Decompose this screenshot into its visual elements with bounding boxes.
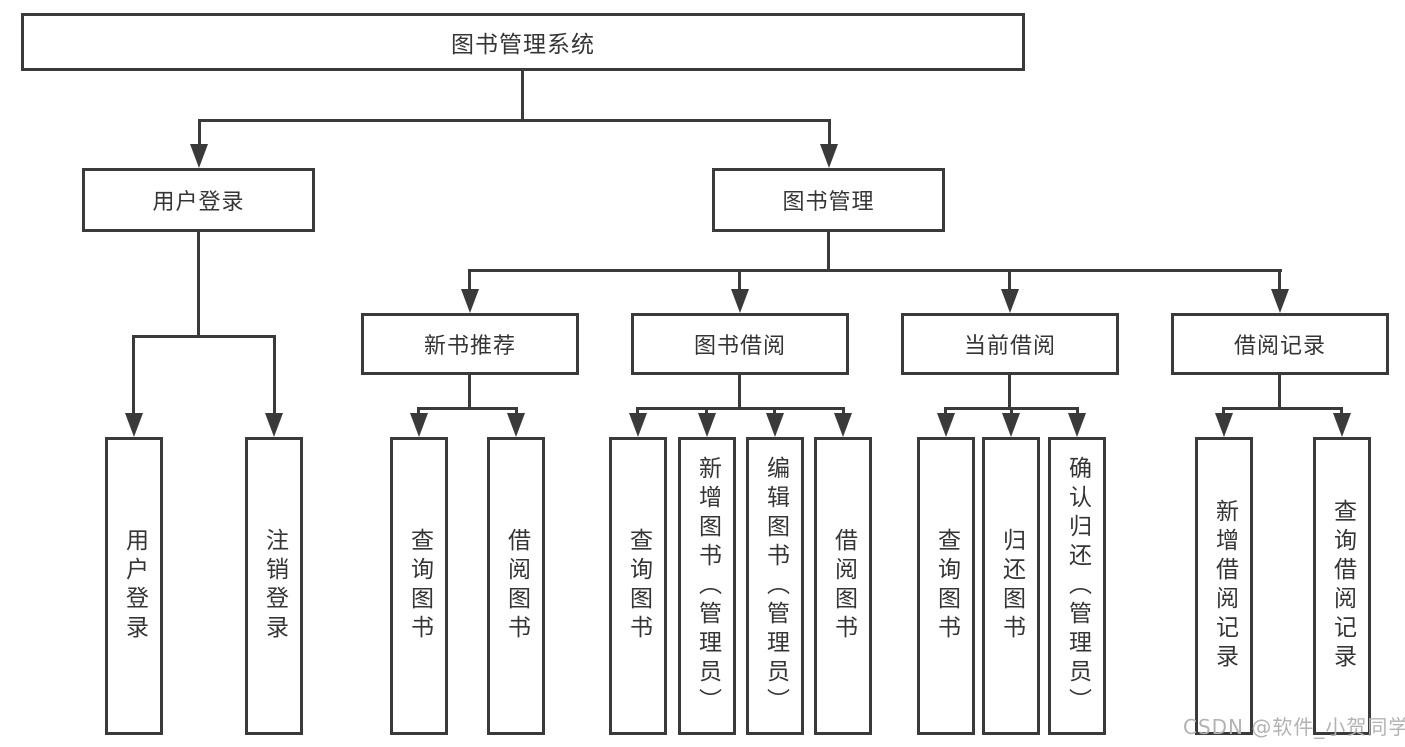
- arrow-down-icon: [834, 413, 852, 437]
- connector-line: [1278, 269, 1281, 291]
- connector-line: [636, 407, 639, 415]
- connector-line: [1008, 375, 1011, 408]
- connector-line: [827, 232, 830, 270]
- node-book-management: 图书管理: [712, 168, 945, 232]
- node-current-borrow: 当前借阅: [901, 313, 1119, 375]
- connector-line: [1222, 407, 1343, 410]
- connector-line: [944, 407, 947, 415]
- leaf-return-book: 归还图书: [982, 437, 1040, 735]
- connector-line: [705, 407, 708, 415]
- connector-line: [273, 335, 276, 415]
- connector-line: [1278, 375, 1281, 408]
- arrow-down-icon: [190, 144, 208, 168]
- connector-line: [132, 335, 135, 415]
- arrow-down-icon: [410, 413, 428, 437]
- arrow-down-icon: [1333, 413, 1351, 437]
- connector-line: [1008, 269, 1011, 291]
- arrow-down-icon: [1215, 413, 1233, 437]
- node-library-management-system: 图书管理系统: [21, 13, 1025, 71]
- arrow-down-icon: [1002, 413, 1020, 437]
- arrow-down-icon: [766, 413, 784, 437]
- connector-line: [198, 119, 201, 146]
- arrow-down-icon: [507, 413, 525, 437]
- arrow-down-icon: [265, 413, 283, 437]
- arrow-down-icon: [461, 289, 479, 313]
- leaf-query-borrow-record: 查询借阅记录: [1313, 437, 1371, 735]
- arrow-down-icon: [1271, 289, 1289, 313]
- arrow-down-icon: [629, 413, 647, 437]
- connector-line: [1076, 407, 1079, 415]
- node-book-borrow: 图书借阅: [631, 313, 849, 375]
- arrow-down-icon: [937, 413, 955, 437]
- connector-line: [738, 269, 741, 291]
- connector-line: [738, 375, 741, 408]
- leaf-user-login: 用户登录: [105, 437, 163, 735]
- arrow-down-icon: [820, 144, 838, 168]
- leaf-borrow-book-1: 借阅图书: [487, 437, 545, 735]
- leaf-query-book-1: 查询图书: [390, 437, 448, 735]
- connector-line: [1340, 407, 1343, 415]
- arrow-down-icon: [125, 413, 143, 437]
- connector-line: [842, 407, 845, 415]
- leaf-edit-book-admin: 编辑图书（管理员）: [746, 437, 804, 735]
- node-borrow-records: 借阅记录: [1171, 313, 1389, 375]
- leaf-logout: 注销登录: [245, 437, 303, 735]
- connector-line: [468, 269, 471, 291]
- arrow-down-icon: [731, 289, 749, 313]
- leaf-borrow-book-2: 借阅图书: [814, 437, 872, 735]
- connector-line: [1010, 407, 1013, 415]
- node-user-login: 用户登录: [82, 168, 315, 232]
- connector-line: [521, 71, 524, 119]
- connector-line: [468, 375, 471, 408]
- leaf-confirm-return-admin: 确认归还（管理员）: [1048, 437, 1106, 735]
- node-new-book-recommend: 新书推荐: [361, 313, 579, 375]
- leaf-query-book-3: 查询图书: [917, 437, 975, 735]
- leaf-query-book-2: 查询图书: [609, 437, 667, 735]
- connector-line: [636, 407, 845, 410]
- arrow-down-icon: [1001, 289, 1019, 313]
- connector-line: [132, 335, 276, 338]
- connector-line: [1222, 407, 1225, 415]
- csdn-watermark: CSDN @软件_小贺同学: [1183, 715, 1405, 739]
- arrow-down-icon: [1068, 413, 1086, 437]
- arrow-down-icon: [698, 413, 716, 437]
- connector-line: [417, 407, 420, 415]
- connector-line: [198, 119, 831, 122]
- connector-line: [828, 119, 831, 146]
- leaf-add-borrow-record: 新增借阅记录: [1195, 437, 1253, 735]
- connector-line: [197, 232, 200, 336]
- leaf-add-book-admin: 新增图书（管理员）: [678, 437, 736, 735]
- connector-line: [515, 407, 518, 415]
- connector-line: [468, 269, 1282, 272]
- connector-line: [417, 407, 518, 410]
- connector-line: [773, 407, 776, 415]
